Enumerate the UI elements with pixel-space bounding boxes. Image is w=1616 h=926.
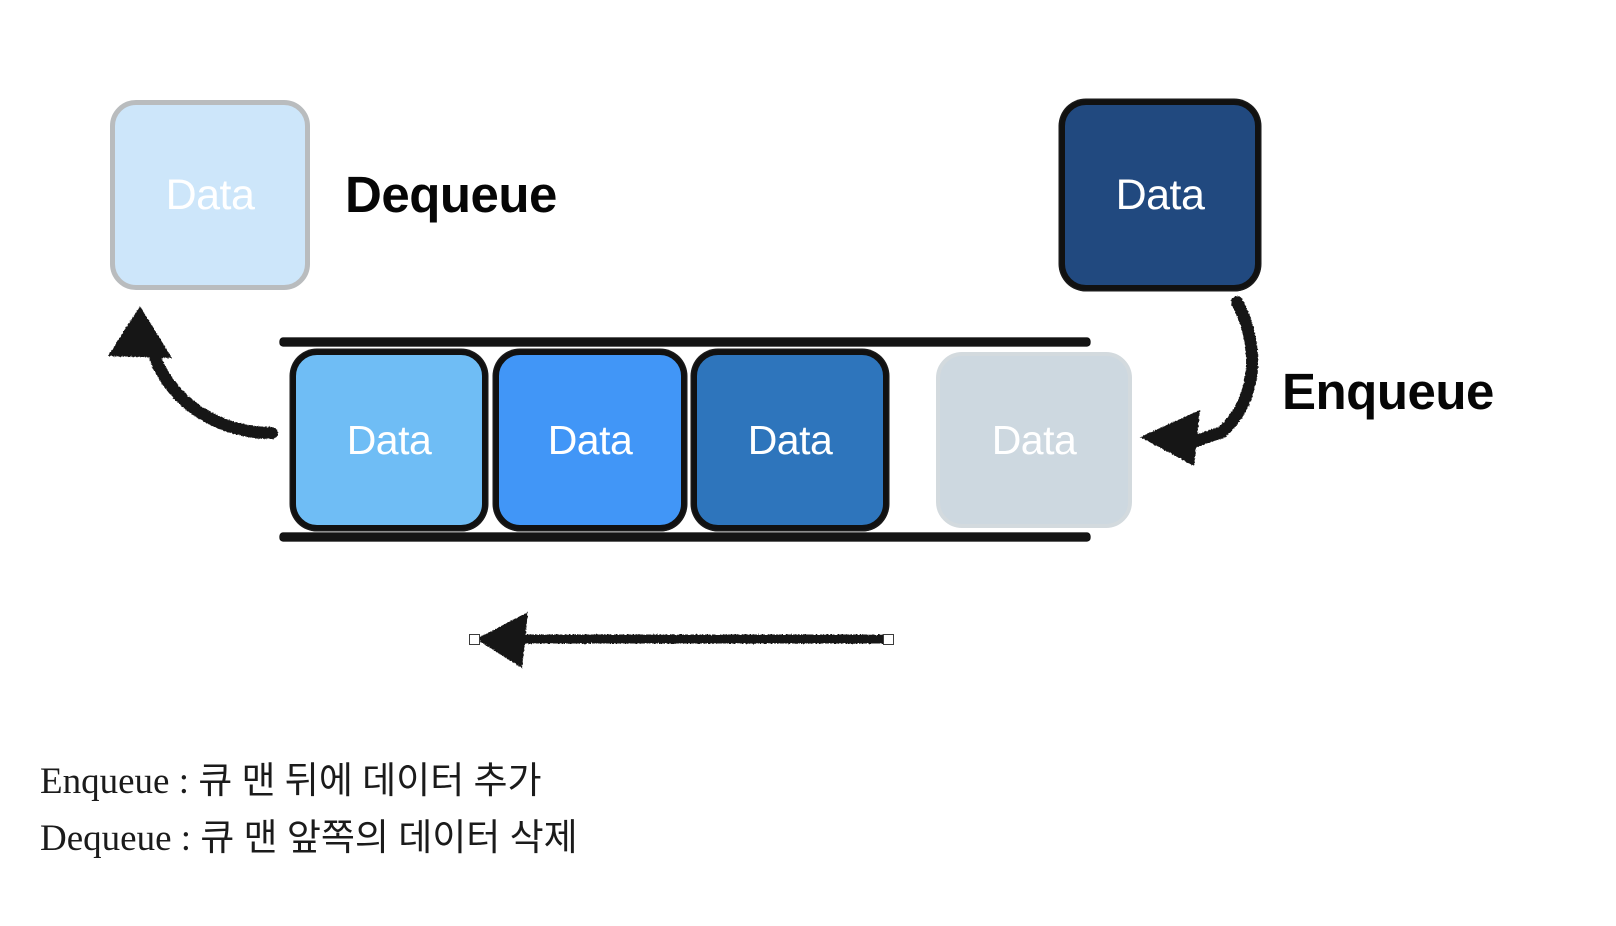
enqueue-operation-label: Enqueue xyxy=(1282,363,1494,420)
dequeue-operation-label: Dequeue xyxy=(345,166,557,223)
queue-bottom-rail xyxy=(280,533,1090,541)
incoming-data-box[interactable]: Data xyxy=(1060,100,1260,290)
legend-line-enqueue: Enqueue : 큐 맨 뒤에 데이터 추가 xyxy=(40,761,542,802)
dequeued-data-box[interactable]: Data xyxy=(110,100,310,290)
legend-line-dequeue: Dequeue : 큐 맨 앞쪽의 데이터 삭제 xyxy=(40,818,578,859)
queue-box-0[interactable]: Data xyxy=(291,350,487,530)
queue-box-3-label: Data xyxy=(991,416,1077,463)
left-arrow-icon xyxy=(476,612,884,668)
incoming-data-box-label: Data xyxy=(1115,170,1205,219)
curved-arrow-up-left-icon xyxy=(108,306,278,439)
curved-arrow-down-left-icon xyxy=(1140,296,1258,466)
arrow-handle-end[interactable] xyxy=(883,634,894,645)
queue-top-rail xyxy=(280,338,1090,346)
queue-box-2-label: Data xyxy=(747,416,833,463)
queue-box-2[interactable]: Data xyxy=(692,350,888,530)
queue-box-1-label: Data xyxy=(547,416,633,463)
dequeued-data-box-label: Data xyxy=(165,170,255,219)
queue-box-1[interactable]: Data xyxy=(494,350,686,530)
queue-box-3-ghost[interactable]: Data xyxy=(936,352,1132,528)
queue-box-0-label: Data xyxy=(346,416,432,463)
arrow-handle-start[interactable] xyxy=(469,634,480,645)
